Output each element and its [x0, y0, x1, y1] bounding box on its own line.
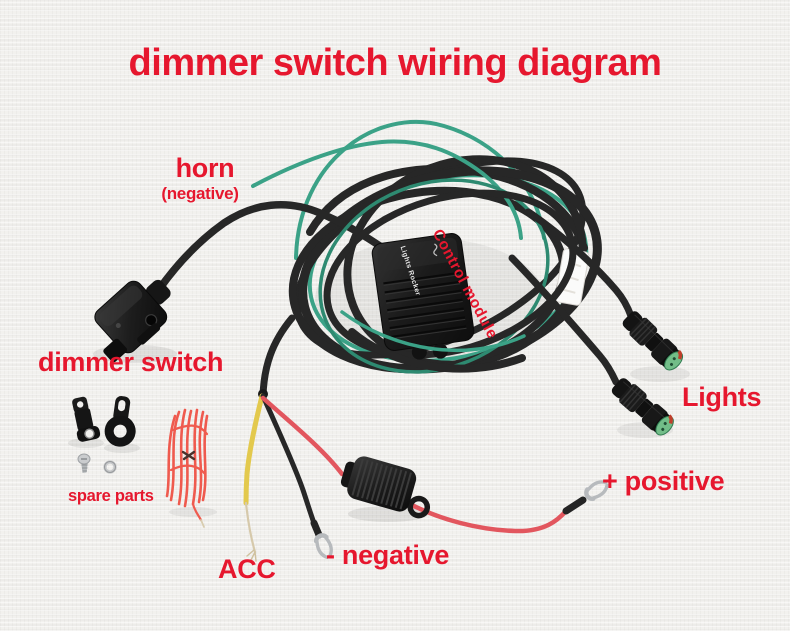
negative-terminal-sleeve [310, 519, 323, 539]
acc-wire-stripped-end [244, 501, 257, 554]
spare-washer [103, 460, 117, 474]
power-lead-cable [259, 314, 296, 400]
teal-front-arc [340, 310, 526, 353]
switch-knob [103, 338, 128, 363]
positive-wires [260, 395, 569, 534]
acc-wire-strands [246, 549, 257, 562]
dimmer-switch [94, 279, 171, 363]
teal-loop-inner [318, 178, 550, 374]
fuse-wire-out [405, 500, 569, 534]
connector-orange-band [677, 349, 683, 360]
connector-orange-band [667, 414, 673, 425]
negative-fork-terminal [313, 533, 333, 560]
negative-wire [260, 393, 317, 526]
mounting-bracket-1 [72, 396, 101, 442]
cables-over-module [348, 328, 526, 373]
page-title: dimmer switch wiring diagram [128, 42, 662, 84]
lights-cable-1 [524, 208, 635, 320]
spare-parts [72, 396, 209, 528]
label-acc: ACC [218, 554, 276, 584]
lights-cable-2 [508, 254, 620, 386]
module-logo-mark [433, 243, 438, 257]
spare-red-wire-coil [165, 408, 209, 522]
teal-over-module [340, 310, 526, 353]
coil-wire-tip [200, 519, 205, 528]
fuse-ribs [351, 458, 412, 510]
label-spare-parts: spare parts [68, 487, 154, 505]
label-dimmer-switch: dimmer switch [38, 347, 224, 377]
module-ribs [383, 271, 467, 338]
spare-screw [77, 453, 91, 473]
fuse-wire-in [260, 395, 345, 477]
coil-twist-tie [181, 450, 196, 461]
acc-wire [243, 393, 265, 506]
bundle-front-arc [348, 328, 526, 373]
fork-terminals [313, 480, 609, 560]
dt-connector-2 [611, 378, 674, 436]
fuse-holder [340, 456, 431, 519]
label-negative: - negative [326, 540, 450, 570]
teal-wires-dark [318, 178, 550, 374]
module-rib-highlights [383, 274, 467, 340]
label-horn: horn [175, 153, 235, 183]
label-lights: Lights [682, 382, 762, 412]
black-cables-over [323, 189, 635, 386]
control-module: Lights Rocker [371, 233, 475, 360]
dt-connector-1 [622, 311, 684, 371]
mounting-bracket-2 [104, 396, 136, 447]
dimmer-switch-cable [156, 201, 394, 292]
label-positive: + positive [602, 466, 725, 496]
positive-fork-terminal [584, 480, 609, 501]
label-horn-negative: (negative) [161, 184, 239, 203]
positive-terminal-sleeve [562, 496, 587, 515]
bundle-loop-inner [323, 189, 577, 359]
fuse-leash-loop [407, 495, 431, 519]
